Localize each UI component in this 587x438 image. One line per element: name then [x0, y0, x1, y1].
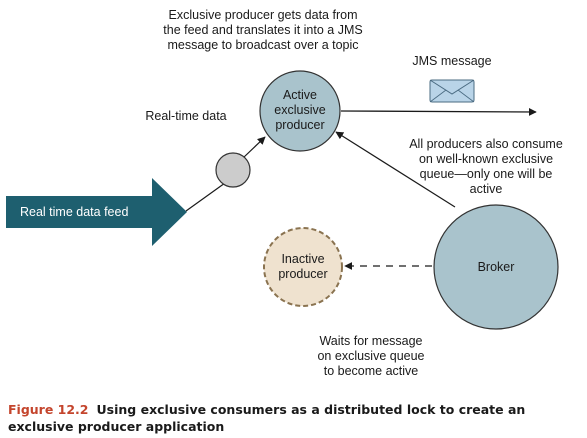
inactive-producer-line-2: producer	[278, 267, 328, 281]
realtime-data-label: Real-time data	[145, 109, 227, 123]
consume-note-line-1: All producers also consume	[409, 137, 563, 151]
top-note-line-1: Exclusive producer gets data from	[168, 8, 358, 22]
consume-note-line-2: on well-known exclusive	[418, 152, 554, 166]
active-producer-line-3: producer	[275, 118, 325, 132]
figure-caption-text: Using exclusive consumers as a distribut…	[8, 402, 526, 434]
feed-to-datapoint-line	[185, 182, 226, 212]
consume-note-line-4: active	[469, 182, 503, 196]
broker-label: Broker	[477, 260, 515, 274]
active-producer-label: Active exclusive producer	[260, 88, 340, 133]
waits-note-line-2: on exclusive queue	[317, 349, 425, 363]
top-note-line-2: the feed and translates it into a JMS	[163, 23, 363, 37]
jms-message-label: JMS message	[412, 54, 492, 68]
inactive-producer-label: Inactive producer	[263, 252, 343, 282]
broker-to-active-producer-arrow	[335, 131, 456, 208]
data-point-icon	[215, 152, 251, 188]
top-note-line-3: message to broadcast over a topic	[167, 38, 359, 52]
active-producer-line-1: Active	[282, 88, 318, 102]
waits-note: Waits for message on exclusive queue to …	[296, 334, 446, 379]
feed-label: Real time data feed	[20, 205, 129, 219]
waits-note-line-3: to become active	[323, 364, 419, 378]
producer-to-topic-arrow	[340, 107, 537, 116]
inactive-producer-line-1: Inactive	[281, 252, 325, 266]
figure-label: Figure 12.2	[8, 402, 89, 417]
active-producer-line-2: exclusive	[274, 103, 326, 117]
feed-arrow-shape	[6, 178, 187, 246]
envelope-icon	[429, 79, 475, 103]
consume-note: All producers also consume on well-known…	[386, 137, 586, 197]
datapoint-to-producer-arrow	[242, 136, 266, 159]
inactive-producer-node	[263, 227, 343, 307]
consume-note-line-3: queue—only one will be	[419, 167, 553, 181]
broker-node	[433, 204, 559, 330]
active-producer-node	[259, 70, 341, 152]
top-note: Exclusive producer gets data from the fe…	[118, 8, 408, 53]
waits-note-line-1: Waits for message	[319, 334, 423, 348]
